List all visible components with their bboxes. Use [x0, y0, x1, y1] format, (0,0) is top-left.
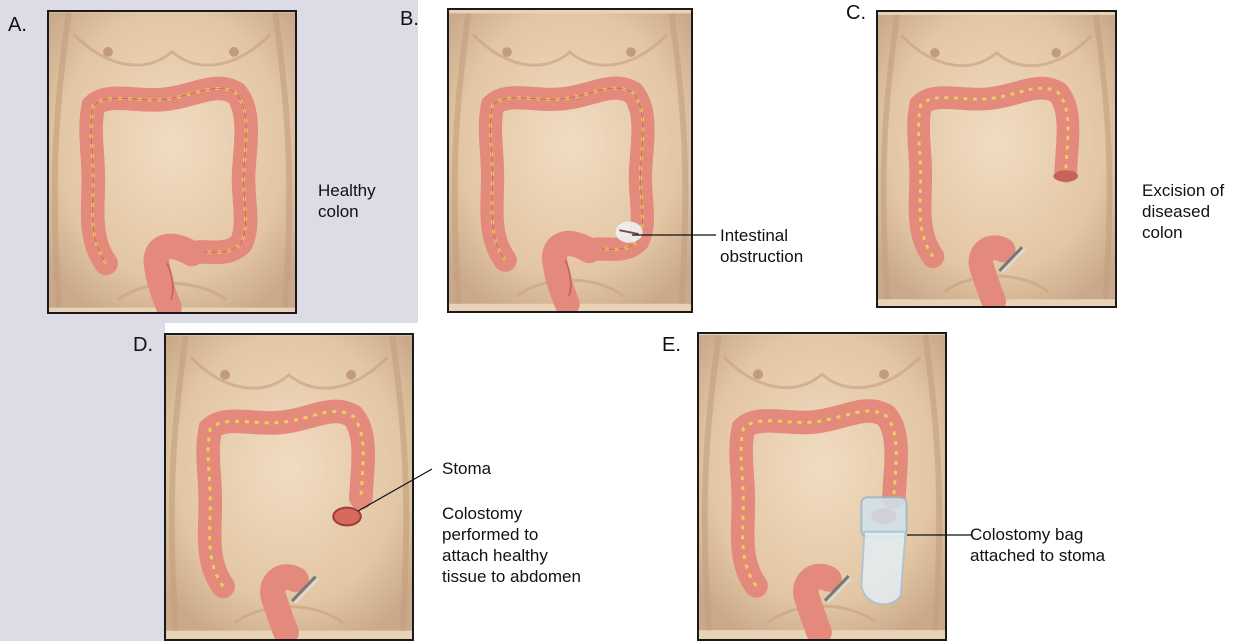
panel-e-caption: Colostomy bag attached to stoma [970, 524, 1105, 566]
panel-e-illustration [697, 332, 947, 641]
panel-b-caption: Intestinal obstruction [720, 225, 803, 267]
colostomy-bag-drawing [699, 334, 945, 639]
healthy-colon-drawing [49, 12, 295, 312]
panel-d-stoma-label: Stoma [442, 458, 491, 479]
panel-e-letter: E. [662, 334, 681, 357]
excised-colon-drawing [878, 12, 1115, 306]
bag-leader-line [905, 530, 975, 540]
obstruction-leader-line [630, 230, 720, 240]
obstructed-colon-drawing [449, 10, 691, 311]
panel-c-letter: C. [846, 2, 866, 25]
stoma-leader-line [355, 465, 435, 515]
background-shade-bottom-left [0, 323, 165, 641]
panel-b-illustration [447, 8, 693, 313]
panel-a-illustration [47, 10, 297, 314]
panel-d-caption: Colostomy performed to attach healthy ti… [442, 503, 581, 587]
bag-pouch [861, 532, 905, 605]
panel-c-illustration [876, 10, 1117, 308]
panel-a-caption: Healthy colon [318, 180, 376, 222]
panel-a-letter: A. [8, 14, 27, 37]
panel-c-caption: Excision of diseased colon [1142, 180, 1224, 243]
panel-b-letter: B. [400, 8, 419, 31]
panel-d-letter: D. [133, 334, 153, 357]
